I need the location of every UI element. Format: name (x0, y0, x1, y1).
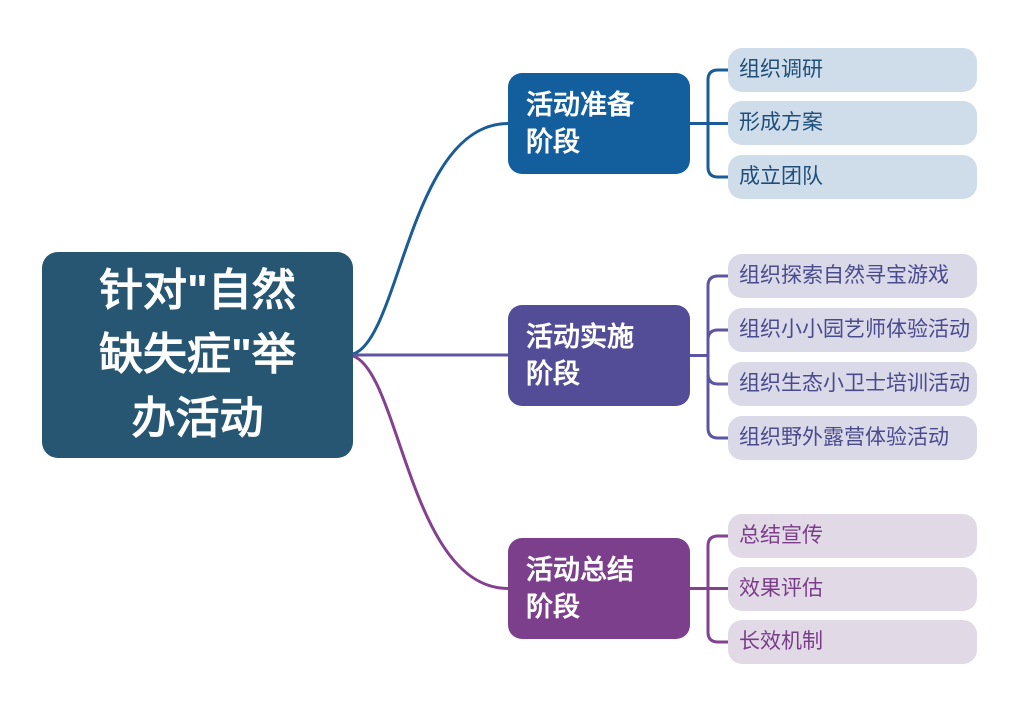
leaf-node-team[interactable]: 成立团队 (728, 155, 977, 199)
leaf-node-evaluation[interactable]: 效果评估 (728, 567, 977, 611)
leaf-node-publicity[interactable]: 总结宣传 (728, 514, 977, 558)
branch-node-label: 活动准备 阶段 (526, 90, 634, 157)
connector-root-to-branch-preparation (351, 122, 510, 356)
leaf-node-label: 组织调研 (739, 58, 823, 82)
branch-node-summary[interactable]: 活动总结 阶段 (508, 538, 690, 639)
leaf-node-label: 组织探索自然寻宝游戏 (739, 264, 949, 288)
leaf-node-label: 效果评估 (739, 577, 823, 601)
leaf-node-eco-guard[interactable]: 组织生态小卫士培训活动 (728, 362, 977, 406)
connector-branch3-leaf1 (706, 534, 730, 590)
root-node[interactable]: 针对"自然 缺失症"举 办活动 (42, 252, 353, 458)
connector-branch2-leaf2 (706, 328, 730, 357)
leaf-node-label: 组织野外露营体验活动 (739, 426, 949, 450)
leaf-node-label: 总结宣传 (739, 524, 823, 548)
leaf-node-label: 长效机制 (739, 630, 823, 654)
leaf-node-label: 成立团队 (739, 165, 823, 189)
root-node-label: 针对"自然 缺失症"举 办活动 (99, 266, 296, 443)
leaf-node-label: 组织小小园艺师体验活动 (739, 318, 970, 342)
leaf-node-long-term[interactable]: 长效机制 (728, 620, 977, 664)
branch-node-label: 活动总结 阶段 (526, 555, 634, 622)
leaf-node-treasure-hunt[interactable]: 组织探索自然寻宝游戏 (728, 254, 977, 298)
connector-branch2-leaf1 (706, 274, 730, 357)
leaf-node-plan[interactable]: 形成方案 (728, 101, 977, 145)
connector-branch3-leaf3 (706, 587, 730, 644)
branch-node-implementation[interactable]: 活动实施 阶段 (508, 305, 690, 406)
branch-node-label: 活动实施 阶段 (526, 322, 634, 389)
connector-branch2-leaf3 (706, 354, 730, 386)
leaf-node-gardener[interactable]: 组织小小园艺师体验活动 (728, 308, 977, 352)
leaf-node-camping[interactable]: 组织野外露营体验活动 (728, 416, 977, 460)
connector-branch1-leaf1 (706, 68, 730, 125)
leaf-node-survey[interactable]: 组织调研 (728, 48, 977, 92)
connector-branch2-leaf4 (706, 354, 730, 440)
connector-root-to-branch-summary (351, 354, 510, 590)
leaf-node-label: 形成方案 (739, 111, 823, 135)
branch-node-preparation[interactable]: 活动准备 阶段 (508, 73, 690, 174)
leaf-node-label: 组织生态小卫士培训活动 (739, 372, 970, 396)
connector-branch1-leaf3 (706, 122, 730, 179)
